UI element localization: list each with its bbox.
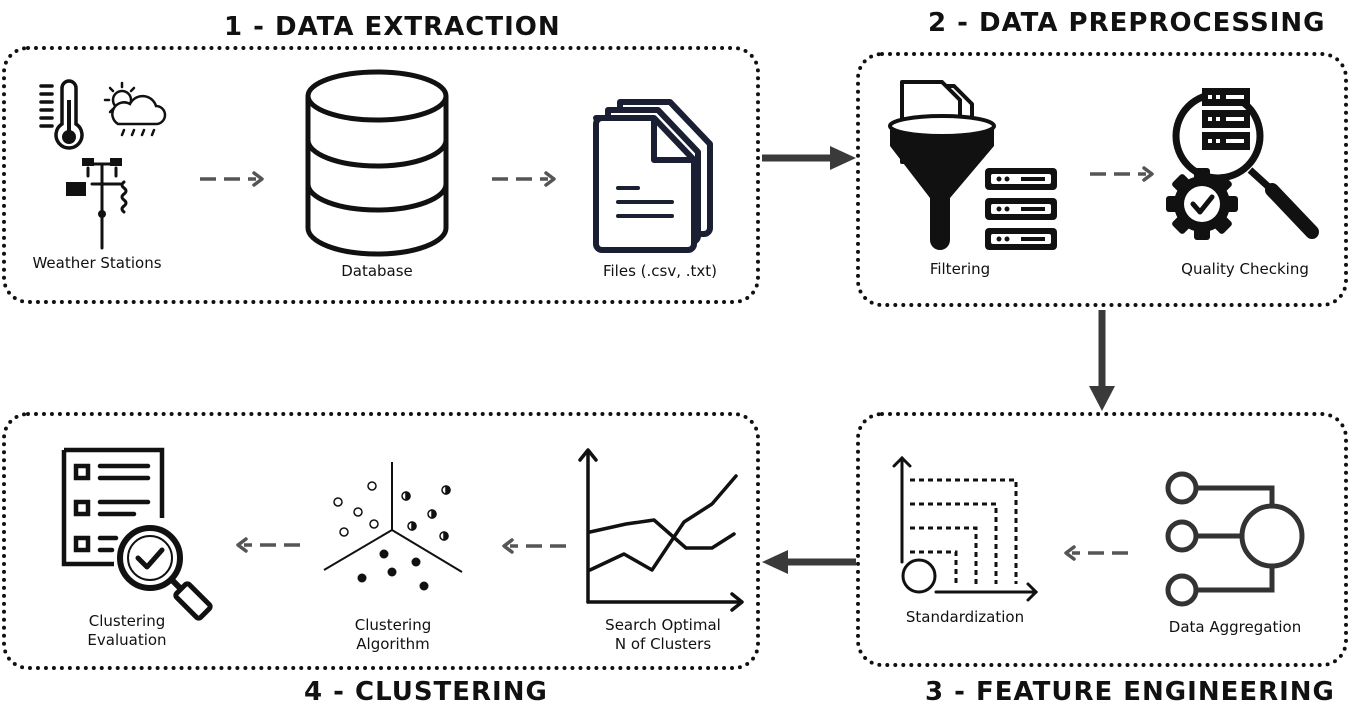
stage-3-title: 3 - FEATURE ENGINEERING <box>925 677 1335 707</box>
files-label: Files (.csv, .txt) <box>602 262 718 280</box>
database-icon <box>305 69 449 257</box>
clustering-algorithm-label: Clustering Algorithm <box>354 616 432 653</box>
line-chart-icon <box>578 448 744 612</box>
stage-1-title: 1 - DATA EXTRACTION <box>224 12 561 42</box>
standardization-label: Standardization <box>905 608 1025 626</box>
weather-station-icon <box>66 158 128 250</box>
thermometer-icon <box>39 79 84 150</box>
flow-arrow-2-to-3 <box>1089 310 1115 411</box>
database-label: Database <box>341 262 413 280</box>
aggregation-icon <box>1165 471 1305 607</box>
evaluation-checklist-icon <box>61 447 213 621</box>
magnifier-icon <box>117 525 213 621</box>
quality-gear-icon <box>1166 88 1319 240</box>
stage-4-panel <box>2 412 760 670</box>
files-icon <box>593 99 713 253</box>
clustering-evaluation-label: Clustering Evaluation <box>87 612 167 649</box>
standardization-icon <box>892 455 1039 602</box>
scatter-clusters-icon <box>323 462 463 591</box>
stage-1-panel <box>2 46 760 304</box>
search-optimal-label: Search Optimal N of Clusters <box>605 616 721 653</box>
filtering-label: Filtering <box>929 260 991 278</box>
server-icon <box>985 168 1057 250</box>
quality-checking-label: Quality Checking <box>1181 260 1309 278</box>
funnel-icon <box>888 80 996 250</box>
stage-3-panel <box>856 412 1348 667</box>
data-aggregation-label: Data Aggregation <box>1168 618 1302 636</box>
flow-arrow-3-to-4 <box>762 550 856 574</box>
weather-stations-label: Weather Stations <box>32 254 162 272</box>
stage-2-panel <box>856 52 1348 307</box>
stage-4-title: 4 - CLUSTERING <box>304 677 548 707</box>
flow-arrow-1-to-2 <box>762 146 856 170</box>
stage-2-title: 2 - DATA PREPROCESSING <box>928 8 1326 38</box>
weather-cloud-icon <box>103 81 167 137</box>
